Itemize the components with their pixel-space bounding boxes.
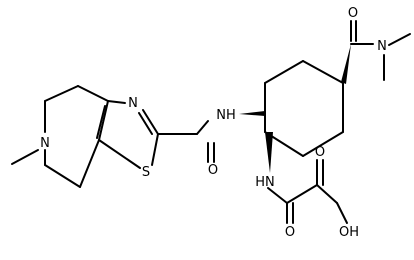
bond (286, 184, 318, 204)
bond (98, 100, 109, 141)
nitrogen-label: N (377, 39, 387, 54)
hydroxyl-label: OH (339, 225, 359, 240)
bond (77, 85, 109, 102)
bond (44, 85, 79, 102)
hn-label: HN (255, 175, 275, 190)
bond (142, 109, 159, 135)
sulfur-label: S (142, 165, 150, 180)
oxygen-label: O (208, 163, 218, 178)
bond (11, 149, 39, 165)
wedge-bond (265, 132, 273, 173)
oxygen-label: O (285, 225, 295, 240)
bond (302, 60, 344, 84)
bond (151, 133, 159, 166)
atom-label-layer: O N NH N S O N HN O O OH (40, 6, 387, 240)
bond (107, 100, 126, 104)
bond (267, 187, 288, 204)
bond (196, 120, 209, 135)
bond (316, 184, 338, 204)
bond (264, 60, 304, 84)
bond (336, 202, 348, 224)
oxygen-label: O (348, 6, 358, 21)
nitrogen-label: N (40, 136, 50, 151)
bond (302, 131, 344, 157)
nitrogen-label: N (128, 96, 138, 111)
bond (96, 105, 106, 139)
nh-label: NH (216, 108, 236, 123)
bond-layer (11, 20, 411, 224)
bond (138, 112, 153, 135)
bond (388, 33, 411, 46)
oxygen-label: O (315, 145, 325, 160)
bond (98, 139, 141, 169)
wedge-bond (239, 111, 265, 116)
bond (79, 139, 100, 188)
wedge-bond (341, 44, 351, 84)
bond (44, 164, 81, 188)
